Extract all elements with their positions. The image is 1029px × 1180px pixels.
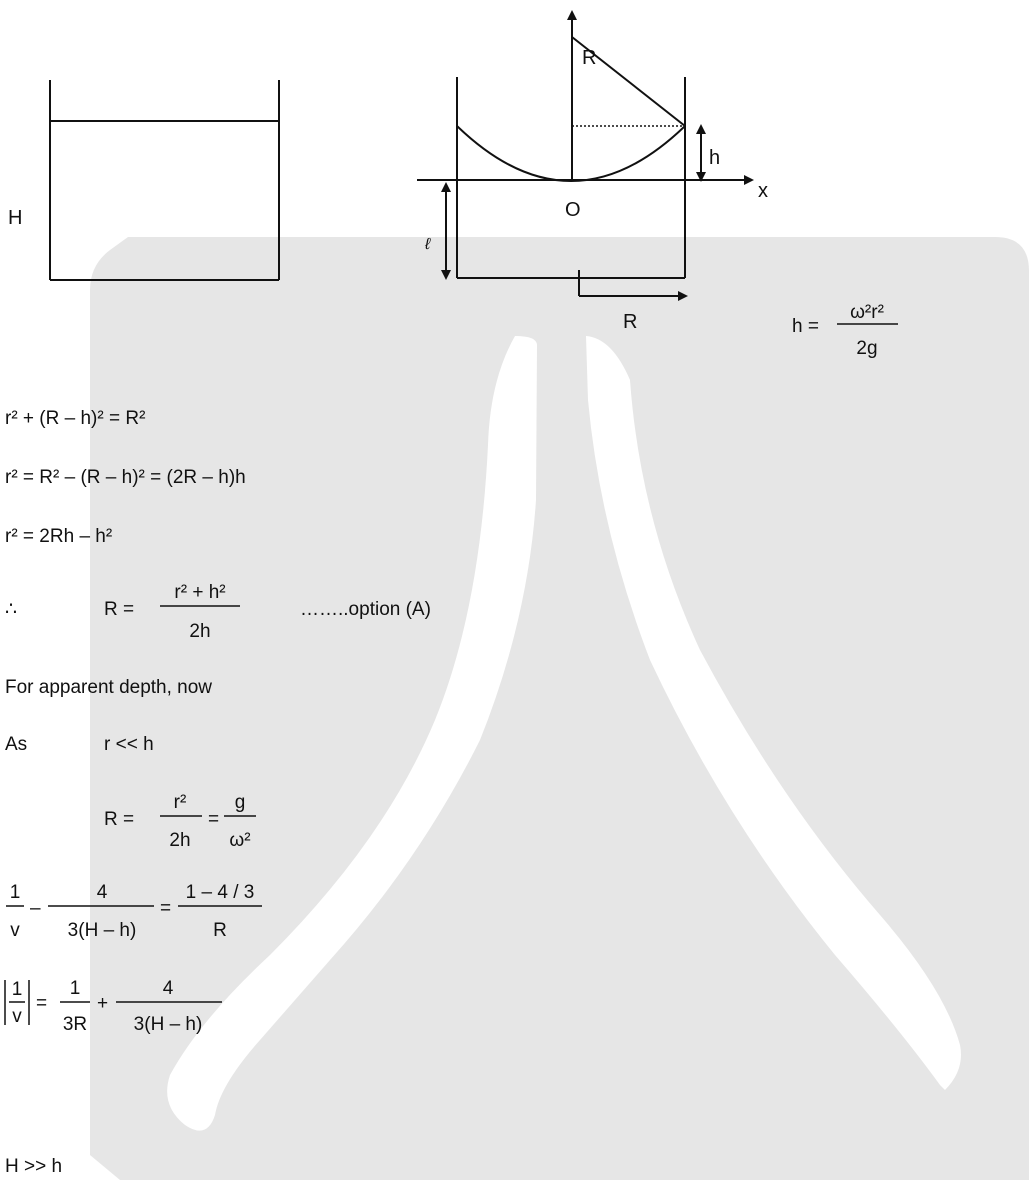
label-H: H: [8, 207, 22, 229]
svg-text:ω²: ω²: [229, 830, 250, 851]
svg-text:r²: r²: [174, 792, 187, 813]
radius-line: [571, 36, 686, 127]
svg-text:1: 1: [10, 882, 21, 903]
svg-text:1: 1: [12, 979, 23, 1000]
equation-5: For apparent depth, now: [5, 677, 212, 698]
svg-text:3(H – h): 3(H – h): [134, 1014, 203, 1035]
equation-2: r² = R² – (R – h)² = (2R – h)h: [5, 467, 246, 488]
equation-8: 1 v – 4 3(H – h) = 1 – 4 / 3 R: [6, 882, 262, 941]
watermark: [90, 237, 1029, 1180]
svg-text:2g: 2g: [856, 338, 877, 359]
svg-text:h =: h =: [792, 316, 819, 337]
equation-9: 1 v = 1 3R + 4 3(H – h): [4, 978, 222, 1035]
svg-text:–: –: [30, 898, 41, 919]
svg-text:g: g: [235, 792, 246, 813]
formula-h: h = ω²r² 2g: [792, 302, 898, 359]
svg-text:3(H – h): 3(H – h): [68, 920, 137, 941]
svg-text:R =: R =: [104, 809, 134, 830]
svg-text:R =: R =: [104, 599, 134, 620]
svg-text:3R: 3R: [63, 1014, 87, 1035]
label-l: ℓ: [424, 236, 431, 253]
svg-text:1 – 4 / 3: 1 – 4 / 3: [186, 882, 255, 903]
svg-text:=: =: [36, 993, 47, 1014]
label-x: x: [758, 180, 768, 202]
svg-text:v: v: [10, 920, 20, 941]
equation-7: R = r² 2h = g ω²: [104, 792, 256, 851]
label-h: h: [709, 147, 720, 169]
svg-text:R: R: [213, 920, 227, 941]
svg-text:As: As: [5, 734, 27, 755]
svg-text:=: =: [160, 898, 171, 919]
equation-4: ∴ R = r² + h² 2h ……..option (A): [5, 582, 431, 642]
svg-text:2h: 2h: [189, 621, 210, 642]
equation-6: As r << h: [5, 734, 154, 755]
equation-1: r² + (R – h)² = R²: [5, 408, 145, 429]
label-O: O: [565, 199, 581, 221]
svg-text:2h: 2h: [169, 830, 190, 851]
svg-text:v: v: [12, 1006, 22, 1027]
svg-text:4: 4: [97, 882, 108, 903]
left-container: [49, 80, 280, 281]
svg-text:=: =: [208, 809, 219, 830]
svg-text:∴: ∴: [5, 599, 17, 620]
svg-text:4: 4: [163, 978, 174, 999]
svg-text:ω²r²: ω²r²: [850, 302, 884, 323]
equation-3: r² = 2Rh – h²: [5, 526, 112, 547]
label-R-top: R: [582, 47, 596, 69]
label-R-bottom: R: [623, 311, 637, 333]
svg-text:+: +: [97, 993, 108, 1014]
equation-10: H >> h: [5, 1156, 62, 1177]
svg-text:……..option (A): ……..option (A): [300, 599, 431, 620]
right-container: [417, 10, 754, 301]
svg-text:1: 1: [70, 978, 81, 999]
svg-text:r << h: r << h: [104, 734, 154, 755]
svg-text:r² + h²: r² + h²: [174, 582, 225, 603]
